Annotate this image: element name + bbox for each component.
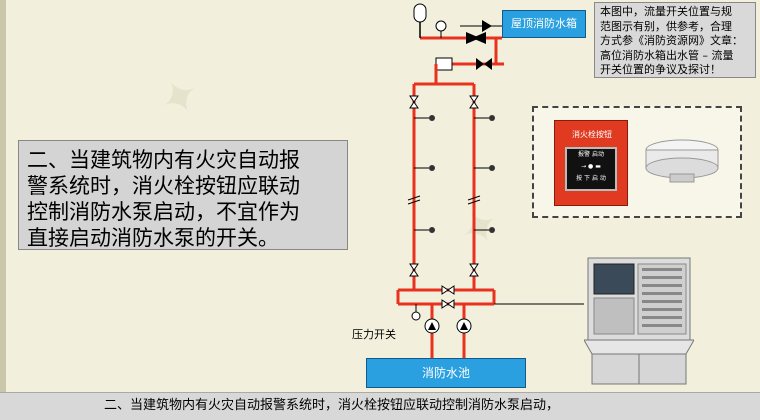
gauge-icon (435, 20, 447, 32)
gate-valve-icon (476, 58, 484, 70)
main-text-line: 二、当建筑物内有火灾自动报 (27, 148, 300, 172)
smoke-detector-icon (645, 139, 719, 183)
note-line: 高位消防水箱出水管 – 流量 (600, 48, 734, 62)
riser-valve-icon (409, 95, 479, 277)
button-face-bottom: 按 下 启 动 (576, 175, 606, 182)
bottom-caption: 二、当建筑物内有火灾自动报警系统时，消火栓按钮应联动控制消防水泵启动， (0, 392, 760, 420)
button-title: 消火栓按钮 (572, 130, 612, 139)
note-box: 本图中，流量开关位置与规 范图示有别，供参考，合理 方式参《消防资源网》文章： … (594, 2, 756, 78)
main-text-line: 直接启动消防水泵的开关。 (27, 226, 279, 250)
fire-control-panel-icon (584, 257, 694, 385)
main-text-line: 警系统时，消火栓按钮应联动 (27, 174, 300, 198)
hydrant-button-device: 消火栓按钮 报警 启动 → ● ▬ 按 下 启 动 (554, 120, 628, 206)
main-text-line: 控制消防水泵启动，不宜作为 (27, 200, 300, 224)
button-face-top: 报警 启动 (578, 151, 604, 158)
flow-switch-icon (435, 57, 453, 71)
main-text-box: 二、当建筑物内有火灾自动报 警系统时，消火栓按钮应联动 控制消防水泵启动，不宜作… (18, 140, 348, 250)
pressure-switch-label: 压力开关 (352, 328, 396, 341)
note-line: 范图示有别，供参考，合理 (600, 19, 732, 33)
button-arrow-icon: → ● ▬ (581, 163, 601, 170)
roof-tank: 屋顶消防水箱 (502, 10, 586, 38)
note-line: 开关位置的争议及探讨！ (600, 63, 721, 76)
pressure-vessel-icon (413, 3, 427, 23)
pipe-break-mark (407, 195, 481, 205)
button-face: 报警 启动 → ● ▬ 按 下 启 动 (565, 147, 617, 191)
note-line: 本图中，流量开关位置与规 (600, 5, 732, 18)
hydrant-icon (429, 115, 495, 233)
note-line: 方式参《消防资源网》文章： (600, 34, 743, 47)
header-valve-icon (441, 285, 455, 309)
left-accent-bar (0, 0, 6, 420)
fire-pool: 消防水池 (366, 358, 526, 388)
pressure-switch-icon (411, 311, 421, 321)
